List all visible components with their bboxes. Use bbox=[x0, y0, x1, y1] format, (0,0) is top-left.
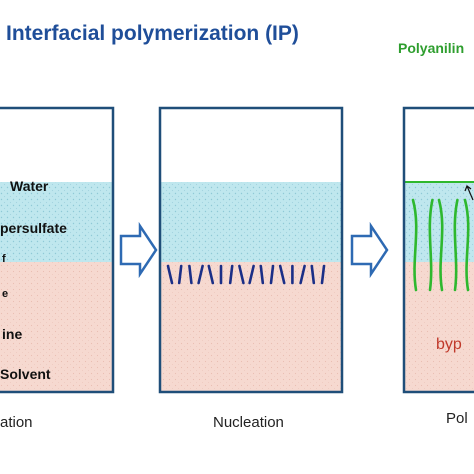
panel1-caption: ation bbox=[0, 414, 33, 431]
right-arrow-icon bbox=[119, 221, 158, 279]
panel1-label-solvent: Solvent bbox=[0, 366, 51, 382]
thickness-arrow-icon bbox=[464, 185, 474, 201]
panel3-caption: Pol bbox=[446, 410, 468, 427]
nucleation-rod bbox=[228, 264, 234, 285]
nucleation-rod bbox=[166, 264, 174, 285]
nucleation-rods bbox=[166, 264, 326, 285]
nucleation-rod bbox=[299, 264, 306, 285]
panel1-label-aniline: ine bbox=[2, 326, 23, 342]
polyaniline-legend-label: Polyanilin bbox=[398, 40, 465, 56]
panel-nucleation-border bbox=[158, 106, 344, 394]
nucleation-rod bbox=[310, 264, 316, 285]
nucleation-rod bbox=[188, 264, 193, 285]
nucleation-rod bbox=[207, 264, 215, 285]
right-arrow-icon bbox=[350, 221, 389, 279]
polyaniline-fibers bbox=[411, 198, 470, 292]
nucleation-rod bbox=[248, 264, 255, 285]
nucleation-rod bbox=[238, 264, 245, 285]
panel-polymerization-border bbox=[402, 106, 474, 394]
panel1-label-fragment-f: f bbox=[2, 253, 6, 265]
nucleation-rod bbox=[197, 264, 204, 285]
panel-initial-border bbox=[0, 106, 115, 394]
polyaniline-fiber bbox=[428, 198, 434, 292]
panel2-caption: Nucleation bbox=[213, 414, 284, 431]
polyaniline-fiber bbox=[463, 198, 470, 292]
panel1-label-persulfate: persulfate bbox=[0, 220, 67, 236]
nucleation-rod bbox=[259, 264, 265, 285]
polyaniline-fiber bbox=[411, 198, 418, 292]
polyaniline-fiber bbox=[437, 198, 444, 292]
panel1-label-fragment-e: e bbox=[2, 288, 9, 300]
nucleation-rod bbox=[278, 264, 286, 285]
nucleation-rod bbox=[269, 264, 275, 285]
nucleation-rod bbox=[320, 264, 326, 285]
panel-nucleation bbox=[158, 106, 344, 394]
panel1-label-water: Water bbox=[10, 178, 49, 194]
nucleation-rod bbox=[177, 264, 183, 285]
panel-polymerization bbox=[402, 106, 474, 394]
diagram-title: Interfacial polymerization (IP) bbox=[6, 22, 299, 45]
polyaniline-fiber bbox=[453, 198, 459, 292]
panel-initial bbox=[0, 106, 115, 394]
byproduct-label: byp bbox=[436, 336, 462, 353]
